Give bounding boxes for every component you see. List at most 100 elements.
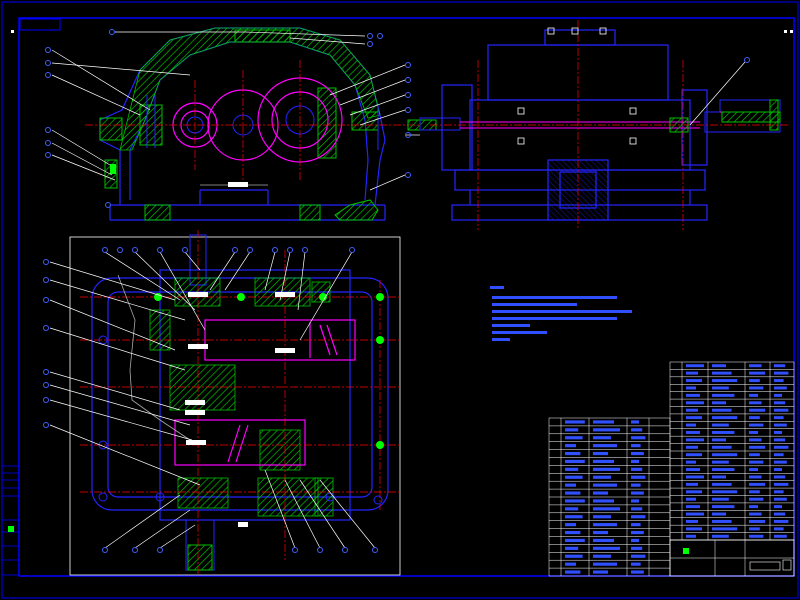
table-cell-text	[631, 562, 641, 566]
table-cell-text	[593, 530, 608, 535]
table-cell-text	[686, 371, 698, 375]
table-cell-text	[593, 459, 614, 464]
table-cell-text	[774, 453, 784, 457]
table-cell-text	[686, 534, 696, 538]
table-cell-text	[686, 423, 696, 427]
table-cell-text	[712, 416, 738, 420]
table-cell-text	[686, 497, 696, 501]
table-cell-text	[686, 505, 700, 509]
side-markers	[11, 30, 793, 33]
table-cell-text	[593, 436, 611, 440]
table-cell-text	[565, 475, 583, 479]
table-cell-text	[593, 475, 611, 479]
parts-list-right	[669, 361, 795, 541]
table-cell-text	[565, 483, 576, 487]
table-cell-text	[774, 386, 787, 390]
table-cell-text	[565, 570, 581, 574]
table-cell-text	[712, 468, 735, 472]
table-cell-text	[565, 499, 585, 503]
table-cell-text	[593, 451, 608, 456]
table-cell-text	[686, 379, 702, 383]
side-view	[419, 20, 790, 230]
table-cell-text	[593, 515, 611, 519]
table-cell-text	[774, 371, 789, 375]
table-cell-text	[749, 430, 758, 434]
table-cell-text	[749, 453, 760, 457]
table-cell-text	[565, 523, 576, 527]
table-cell-text	[774, 505, 782, 509]
table-cell-text	[712, 505, 735, 509]
table-cell-text	[565, 451, 581, 456]
front-view	[85, 27, 437, 221]
table-cell-text	[774, 445, 789, 449]
table-cell-text	[686, 482, 698, 486]
table-cell-text	[712, 364, 726, 368]
table-cell-text	[749, 364, 762, 368]
table-cell-text	[749, 408, 766, 412]
table-cell-text	[593, 554, 611, 558]
table-cell-text	[749, 438, 762, 442]
table-cell-text	[712, 379, 738, 383]
table-cell-text	[593, 523, 617, 527]
table-cell-text	[631, 507, 643, 511]
table-cell-text	[593, 546, 620, 550]
table-cell-text	[631, 428, 643, 432]
table-cell-text	[712, 512, 726, 516]
table-cell-text	[749, 497, 764, 501]
table-cell-text	[686, 445, 698, 449]
table-cell-text	[749, 386, 764, 390]
table-cell-text	[631, 554, 646, 558]
table-cell-text	[712, 438, 726, 442]
table-cell-text	[565, 444, 576, 448]
table-cell-text	[749, 475, 762, 479]
table-cell-text	[686, 438, 704, 442]
table-cell-text	[686, 512, 704, 516]
notes-placeholder-bars	[490, 286, 632, 341]
table-cell-text	[774, 527, 784, 531]
table-cell-text	[686, 364, 704, 368]
table-cell-text	[712, 460, 729, 464]
table-cell-text	[593, 467, 620, 471]
table-cell-text	[712, 408, 732, 412]
table-cell-text	[565, 428, 579, 432]
table-cell-text	[565, 515, 583, 519]
table-cell-text	[749, 527, 760, 531]
table-cell-text	[749, 416, 760, 420]
table-cell-text	[565, 491, 581, 495]
table-cell-text	[565, 546, 579, 550]
table-cell-text	[749, 490, 760, 494]
part-balloons	[43, 29, 750, 553]
table-cell-text	[565, 554, 583, 558]
table-cell-text	[774, 393, 782, 397]
table-cell-text	[712, 430, 735, 434]
table-cell-text	[749, 401, 762, 405]
left-margin-boxes	[1, 465, 20, 576]
parts-list-left	[548, 417, 671, 577]
table-cell-text	[749, 423, 764, 427]
table-cell-text	[774, 408, 789, 412]
table-cell-text	[774, 423, 787, 427]
table-cell-text	[565, 507, 579, 511]
table-cell-text	[593, 483, 617, 487]
table-cell-text	[749, 371, 766, 375]
table-cell-text	[712, 475, 726, 479]
table-cell-text	[774, 475, 786, 479]
table-cell-text	[749, 482, 766, 486]
table-cell-text	[631, 523, 641, 527]
table-cell-text	[686, 401, 704, 405]
table-cell-text	[631, 570, 644, 574]
table-cell-text	[565, 459, 585, 464]
table-cell-text	[712, 497, 729, 501]
table-cell-text	[593, 444, 617, 448]
table-cell-text	[774, 438, 786, 442]
title-block	[669, 539, 795, 577]
table-cell-text	[631, 467, 643, 471]
table-cell-text	[749, 505, 758, 509]
table-cell-text	[749, 379, 760, 383]
table-cell-text	[593, 538, 614, 543]
table-cell-text	[631, 475, 646, 479]
table-cell-text	[712, 386, 729, 390]
top-view	[69, 230, 401, 576]
